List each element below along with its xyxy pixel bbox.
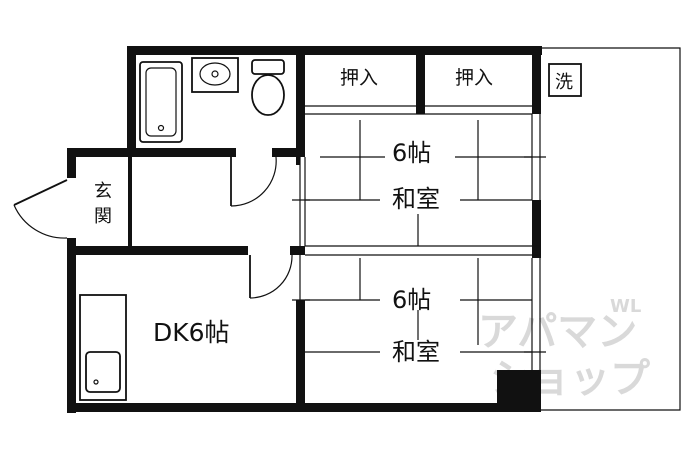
sentaku-label: 洗 xyxy=(555,72,573,93)
washitsu-top-size: 6帖 xyxy=(392,139,431,167)
walls xyxy=(67,46,542,413)
oshiire-2-label: 押入 xyxy=(455,67,493,89)
laundry-space xyxy=(548,63,582,97)
washitsu-bottom-name: 和室 xyxy=(392,338,440,366)
washbasin-icon xyxy=(191,57,239,93)
thin-lines xyxy=(292,105,546,370)
watermark: アパマン ショップ WL xyxy=(478,296,650,402)
bathtub-icon xyxy=(139,61,183,143)
room-labels: 押入 押入 6帖 和室 6帖 和室 DK6帖 玄 関 洗 xyxy=(94,67,573,366)
dk-label: DK6帖 xyxy=(153,318,230,347)
kitchen-counter xyxy=(79,294,127,401)
genkan-label-1: 玄 xyxy=(94,181,112,202)
washitsu-bottom-size: 6帖 xyxy=(392,286,431,314)
toilet-icon xyxy=(251,59,285,116)
genkan-label-2: 関 xyxy=(94,206,112,227)
watermark-mark: WL xyxy=(610,296,641,317)
watermark-line1: アパマン xyxy=(478,309,637,355)
washitsu-top-name: 和室 xyxy=(392,185,440,213)
dk-door xyxy=(249,254,293,299)
oshiire-1-label: 押入 xyxy=(340,67,378,89)
bath-door xyxy=(230,156,277,207)
entry-door xyxy=(13,179,68,239)
balcony-outline xyxy=(540,47,681,411)
